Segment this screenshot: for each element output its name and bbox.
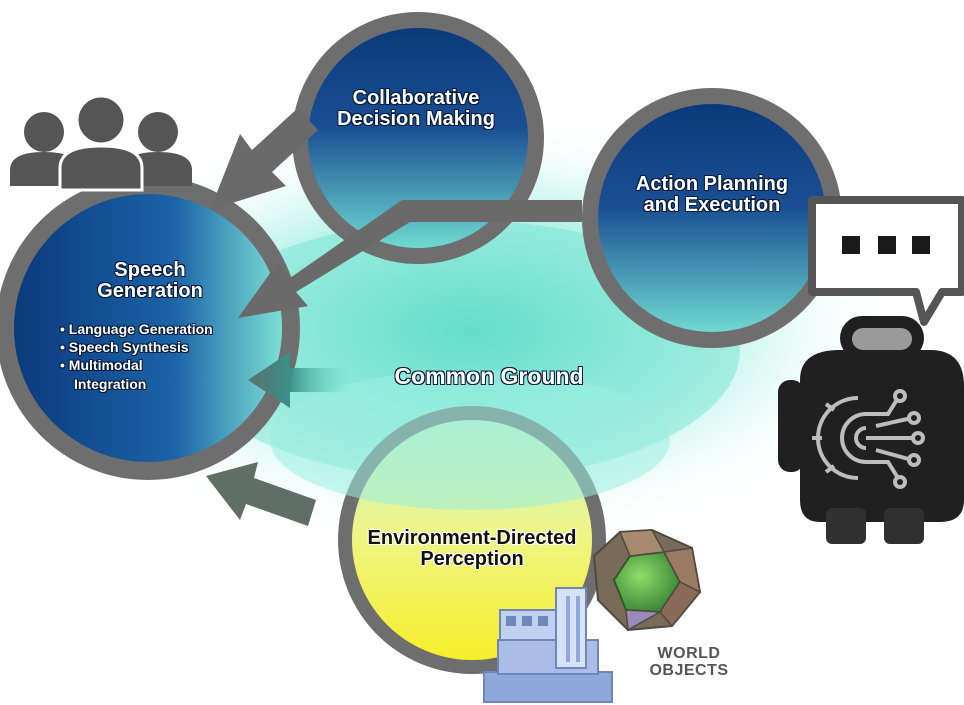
action-planning-title: Action Planning and Execution (635, 173, 789, 216)
arrow-common-to-speech (248, 352, 350, 408)
common-ground-label: Common Ground (394, 363, 584, 389)
node-collaborative (292, 12, 544, 264)
environment-perception-title: Environment-Directed Perception (367, 527, 577, 570)
node-action-planning (582, 88, 842, 348)
speech-generation-bullets: Language Generation Speech Synthesis Mul… (60, 320, 294, 393)
bullet-item: Multimodal Integration (60, 356, 204, 392)
world-objects-label: WORLD OBJECTS (649, 645, 729, 679)
arrow-action-to-speech (238, 200, 582, 318)
speech-generation-title: Speech Generation (97, 259, 203, 302)
arrow-collaborative-to-speech (210, 108, 318, 210)
node-environment (270, 370, 670, 674)
dodecahedron-icon (592, 528, 702, 632)
speech-bubble-icon (808, 196, 964, 326)
bullet-item: Speech Synthesis (60, 338, 294, 356)
collaborative-decision-making-title: Collaborative Decision Making (337, 87, 495, 130)
users-group-icon (10, 94, 192, 192)
ai-chip-icon (812, 389, 925, 489)
arrow-environment-to-speech (206, 462, 316, 526)
building-icon (483, 587, 613, 703)
bullet-item: Language Generation (60, 320, 294, 338)
